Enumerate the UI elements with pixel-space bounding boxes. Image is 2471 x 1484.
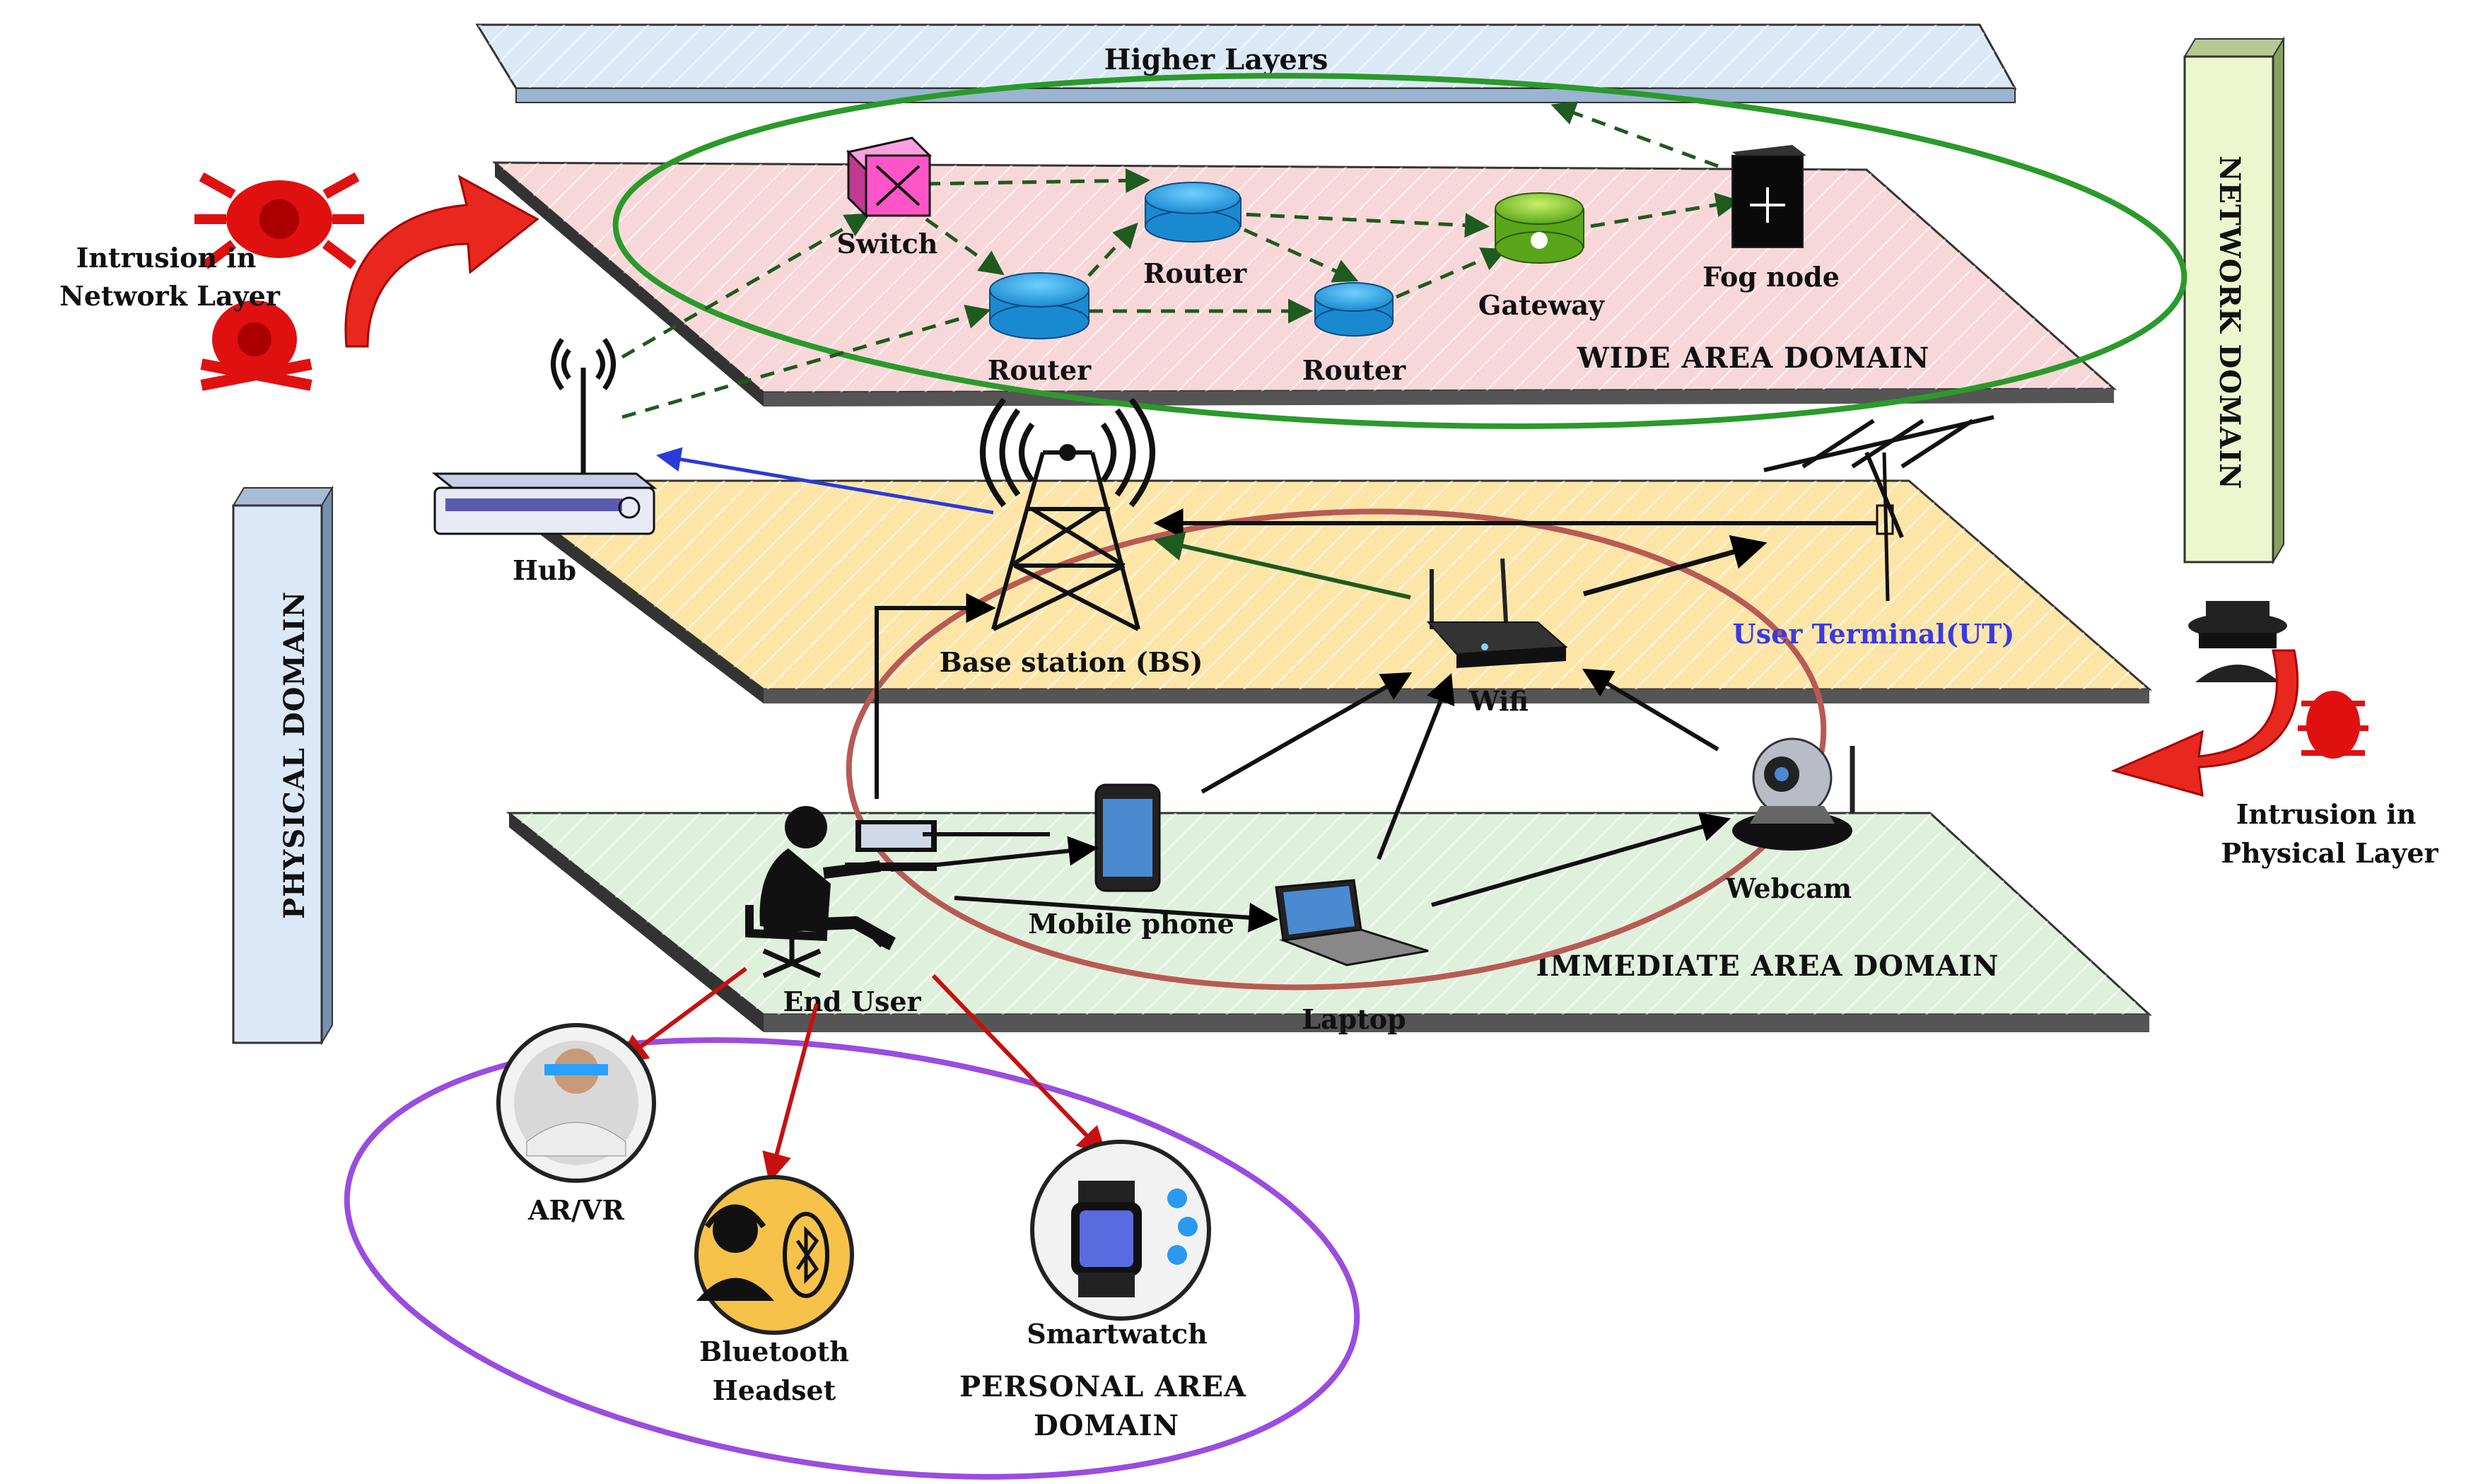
webcam-label: Webcam bbox=[1725, 872, 1852, 904]
user-terminal-node[interactable]: User Terminal(UT) bbox=[1733, 415, 2015, 650]
router-right-label: Router bbox=[1302, 354, 1406, 386]
base-station-node[interactable]: Base station (BS) bbox=[940, 397, 1203, 678]
end-user-label: End User bbox=[783, 986, 921, 1017]
bluetooth-label-line1: Bluetooth bbox=[699, 1336, 849, 1367]
ar-vr-label: AR/VR bbox=[527, 1194, 624, 1226]
router-right-node[interactable]: Router bbox=[1302, 282, 1406, 386]
bs-to-hub-link bbox=[656, 447, 994, 515]
access-plate bbox=[484, 479, 2153, 703]
switch-node[interactable]: Switch bbox=[837, 136, 938, 259]
intrusion-network-line2: Network Layer bbox=[59, 280, 281, 312]
wide-area-domain-label: WIDE AREA DOMAIN bbox=[1577, 341, 1930, 375]
user-terminal-label: User Terminal(UT) bbox=[1733, 618, 2015, 650]
personal-links bbox=[617, 966, 1107, 1184]
smartwatch-device[interactable]: Smartwatch bbox=[1027, 1140, 1211, 1350]
router-top-node[interactable]: Router bbox=[1143, 182, 1247, 289]
personal-area-domain-line2: DOMAIN bbox=[1034, 1409, 1179, 1442]
spy-icon bbox=[2188, 601, 2287, 682]
fog-node-icon bbox=[1750, 187, 1785, 223]
fog-node-label: Fog node bbox=[1702, 261, 1840, 293]
personal-area-domain-line1: PERSONAL AREA bbox=[959, 1370, 1246, 1403]
higher-layers-label: Higher Layers bbox=[1104, 43, 1328, 76]
higher-layers-plate: Higher Layers bbox=[475, 23, 2017, 103]
access-links bbox=[1153, 508, 1877, 600]
intrusion-network-line1: Intrusion in bbox=[76, 242, 257, 274]
hub-node[interactable]: Hub bbox=[431, 337, 658, 586]
intrusion-physical-layer: Intrusion in Physical Layer bbox=[2110, 601, 2439, 869]
end-user-node[interactable]: End User bbox=[745, 806, 937, 1017]
wide-area-ellipse bbox=[612, 73, 2187, 429]
intrusion-physical-line2: Physical Layer bbox=[2221, 837, 2438, 869]
network-domain-label: NETWORK DOMAIN bbox=[2213, 156, 2246, 490]
router-left-node[interactable]: Router bbox=[988, 272, 1092, 386]
wifi-label: Wifi bbox=[1468, 685, 1529, 717]
intrusion-network-layer: Intrusion in Network Layer bbox=[59, 172, 539, 391]
gateway-node[interactable]: Gateway bbox=[1478, 192, 1605, 321]
immediate-links bbox=[875, 593, 1731, 933]
wan-links bbox=[621, 101, 1741, 419]
fog-node[interactable]: Fog node bbox=[1702, 145, 1840, 293]
intrusion-physical-arrow bbox=[2110, 649, 2299, 797]
personal-area-ellipse bbox=[344, 1037, 1360, 1480]
bluetooth-label-line2: Headset bbox=[713, 1374, 836, 1406]
laptop-label: Laptop bbox=[1302, 1003, 1406, 1035]
immediate-area-domain-label: IMMEDIATE AREA DOMAIN bbox=[1536, 950, 1999, 983]
signal-icon bbox=[551, 337, 616, 391]
router-top-label: Router bbox=[1143, 257, 1247, 289]
skull-bug-icon bbox=[200, 300, 312, 391]
ar-vr-device[interactable]: AR/VR bbox=[496, 1023, 656, 1226]
base-station-label: Base station (BS) bbox=[940, 646, 1203, 678]
gateway-label: Gateway bbox=[1478, 289, 1605, 321]
switch-label: Switch bbox=[837, 228, 938, 259]
virus-bug-icon bbox=[194, 172, 364, 269]
intrusion-network-arrow bbox=[344, 175, 539, 348]
webcam-node[interactable]: Webcam bbox=[1725, 737, 1855, 904]
wifi-router-node[interactable]: Wifi bbox=[1426, 558, 1568, 717]
bluetooth-icon bbox=[795, 1225, 819, 1285]
router-left-label: Router bbox=[988, 354, 1092, 386]
smartwatch-label: Smartwatch bbox=[1027, 1318, 1208, 1350]
physical-domain-bar: PHYSICAL DOMAIN bbox=[232, 485, 334, 1046]
bluetooth-headset-device[interactable]: Bluetooth Headset bbox=[694, 1175, 854, 1406]
broadcast-icon bbox=[980, 397, 1155, 508]
laptop-node[interactable]: Laptop bbox=[1275, 879, 1429, 1035]
immediate-area-ellipse bbox=[846, 508, 1827, 991]
hub-label: Hub bbox=[513, 554, 576, 586]
bug-icon bbox=[2298, 691, 2368, 759]
network-domain-bar: NETWORK DOMAIN bbox=[2183, 36, 2285, 565]
intrusion-physical-line1: Intrusion in bbox=[2236, 798, 2417, 830]
physical-domain-label: PHYSICAL DOMAIN bbox=[278, 591, 311, 919]
